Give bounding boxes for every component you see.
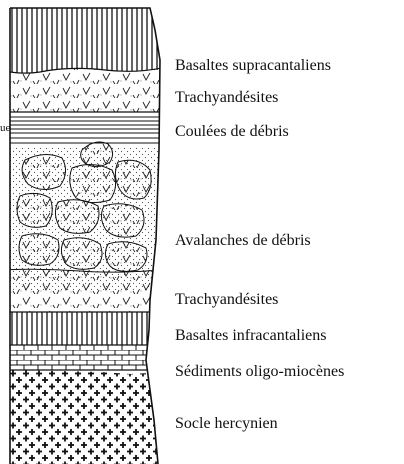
label-coulees-de-debris: Coulées de débris xyxy=(175,123,289,140)
label-basaltes-infracantaliens: Basaltes infracantaliens xyxy=(175,327,327,344)
label-trachyandesites-upper: Trachyandésites xyxy=(175,89,278,106)
label-socle-hercynien: Socle hercynien xyxy=(175,415,278,432)
label-trachyandesites-lower: Trachyandésites xyxy=(175,291,278,308)
left-cut-text: ue xyxy=(0,122,11,134)
avalanche-blocks xyxy=(17,142,151,271)
label-basaltes-supracantaliens: Basaltes supracantaliens xyxy=(175,57,331,74)
label-sediments-oligo-miocenes: Sédiments oligo-miocènes xyxy=(175,363,344,380)
layer-trachyandesites-lower xyxy=(0,270,170,312)
layer-basaltes-supracantaliens xyxy=(0,0,170,73)
label-avalanches-de-debris: Avalanches de débris xyxy=(175,232,311,249)
layer-basaltes-infracantaliens xyxy=(0,312,170,345)
layer-socle-hercynien xyxy=(0,370,170,464)
layer-sediments-oligo-miocenes xyxy=(0,345,170,370)
